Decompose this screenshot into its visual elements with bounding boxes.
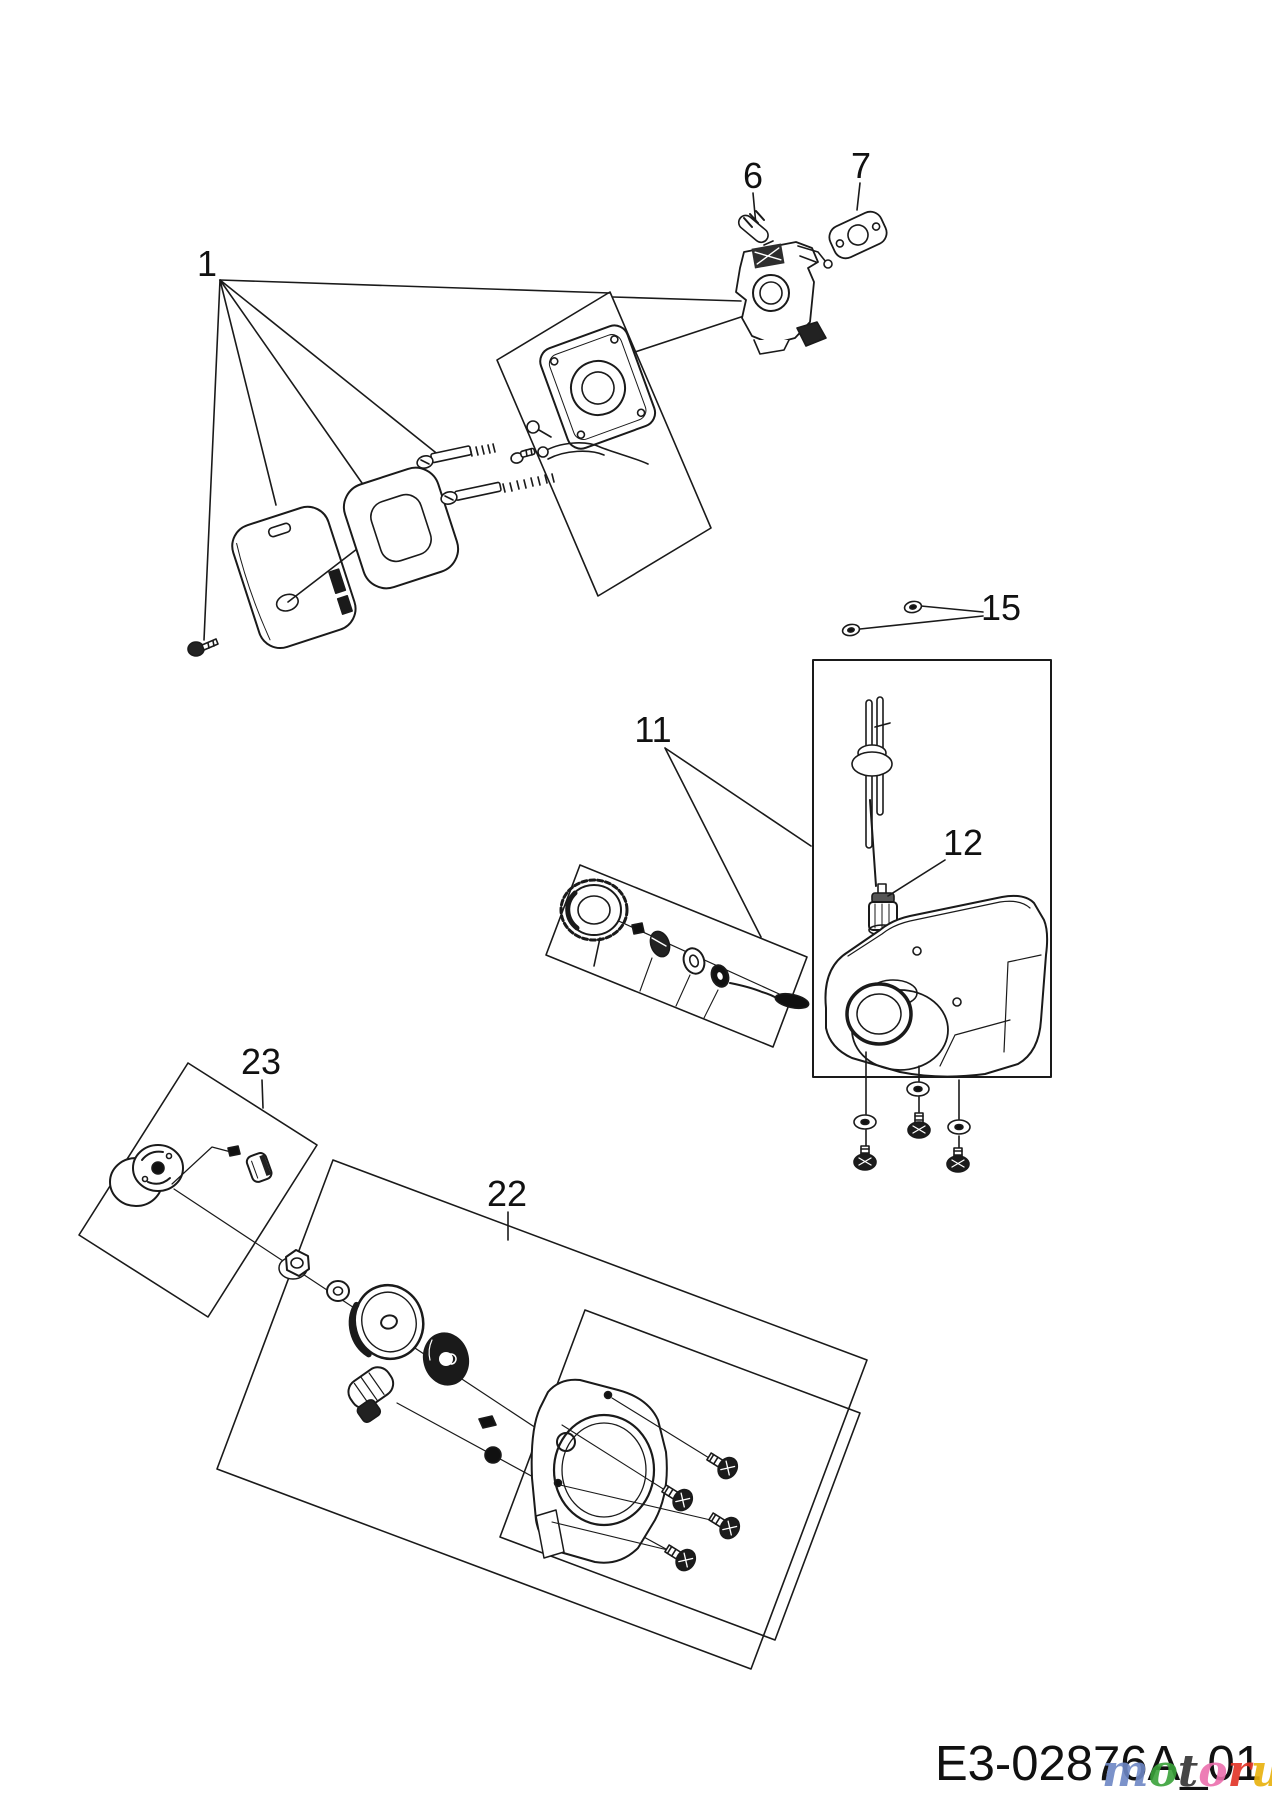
starter-housing [530,1378,668,1564]
washer [853,1114,877,1130]
cap-gasket [682,947,706,975]
diagram-code: E3-02876A_01 [935,1737,1262,1791]
screw [907,1112,931,1139]
carburetor [735,192,833,355]
carb-alignment-lines [612,296,745,353]
callout-recoil-starter: 22 [487,1173,527,1214]
callout-air-filter: 1 [197,243,217,284]
carburetor-gasket [828,182,888,260]
rope-knot [484,1446,502,1464]
flange-nut [278,1249,310,1280]
callout-carburetor: 6 [743,155,763,196]
housing-screw [661,1484,694,1512]
fuel-tank [824,894,1049,1078]
fuel-cap [559,878,629,967]
fuel-pickup [851,696,893,887]
callout-grommets: 15 [981,587,1021,628]
cover-screw [187,638,219,657]
starter-pawl-assembly [109,1144,273,1207]
callout-11-leader-lines [664,747,812,938]
callout-gasket: 7 [851,145,871,186]
callout-starter-pawl-kit: 23 [241,1041,281,1082]
callout-1-leader-lines [203,279,611,641]
rope-clip [478,1415,497,1429]
cap-retainer-strap [729,982,779,1000]
filter-element [342,466,460,590]
screw [946,1147,970,1173]
mounting-bolt-1 [416,443,496,469]
cap-ring [710,964,730,988]
screw-leader-lines [551,1397,716,1552]
mounting-bolt-2 [440,473,555,505]
grommets-15 [841,600,984,637]
housing-screw [664,1544,697,1572]
fuel-cap-kit-box [545,864,808,1048]
starter-grip [347,1366,395,1423]
callout-fuel-filter: 12 [943,822,983,863]
choke-lever [526,420,649,465]
recoil-spring [422,1332,470,1386]
starter-housing-box [499,1309,861,1641]
rope-pulley [348,1283,425,1361]
washer [906,1081,930,1097]
washer [947,1119,971,1135]
backplate-screw [510,447,536,464]
cap-pin [631,922,645,935]
housing-screw [706,1452,739,1480]
watermark-logo: motoruf.de [1102,1746,1272,1797]
starter-washer [326,1280,350,1302]
air-filter-backplate-box [496,291,712,597]
tank-mounting-hardware [853,1051,971,1173]
air-filter-cover [231,505,357,649]
fuel-cap-kit [559,878,810,1019]
callout-7-leader-line [856,182,861,211]
housing-screw [708,1512,741,1540]
recoil-starter-assembly [173,1188,861,1641]
callout-fuel-tank-assembly: 11 [634,709,671,750]
pawl-spring [227,1145,241,1157]
screw [853,1145,877,1171]
callout-12-leader-line [887,859,946,897]
recoil-starter-box [216,1159,868,1670]
pawl-block [245,1152,273,1183]
air-filter-backplate [539,324,657,450]
callout-23-leader-line [261,1079,264,1109]
cap-valve [649,930,671,958]
